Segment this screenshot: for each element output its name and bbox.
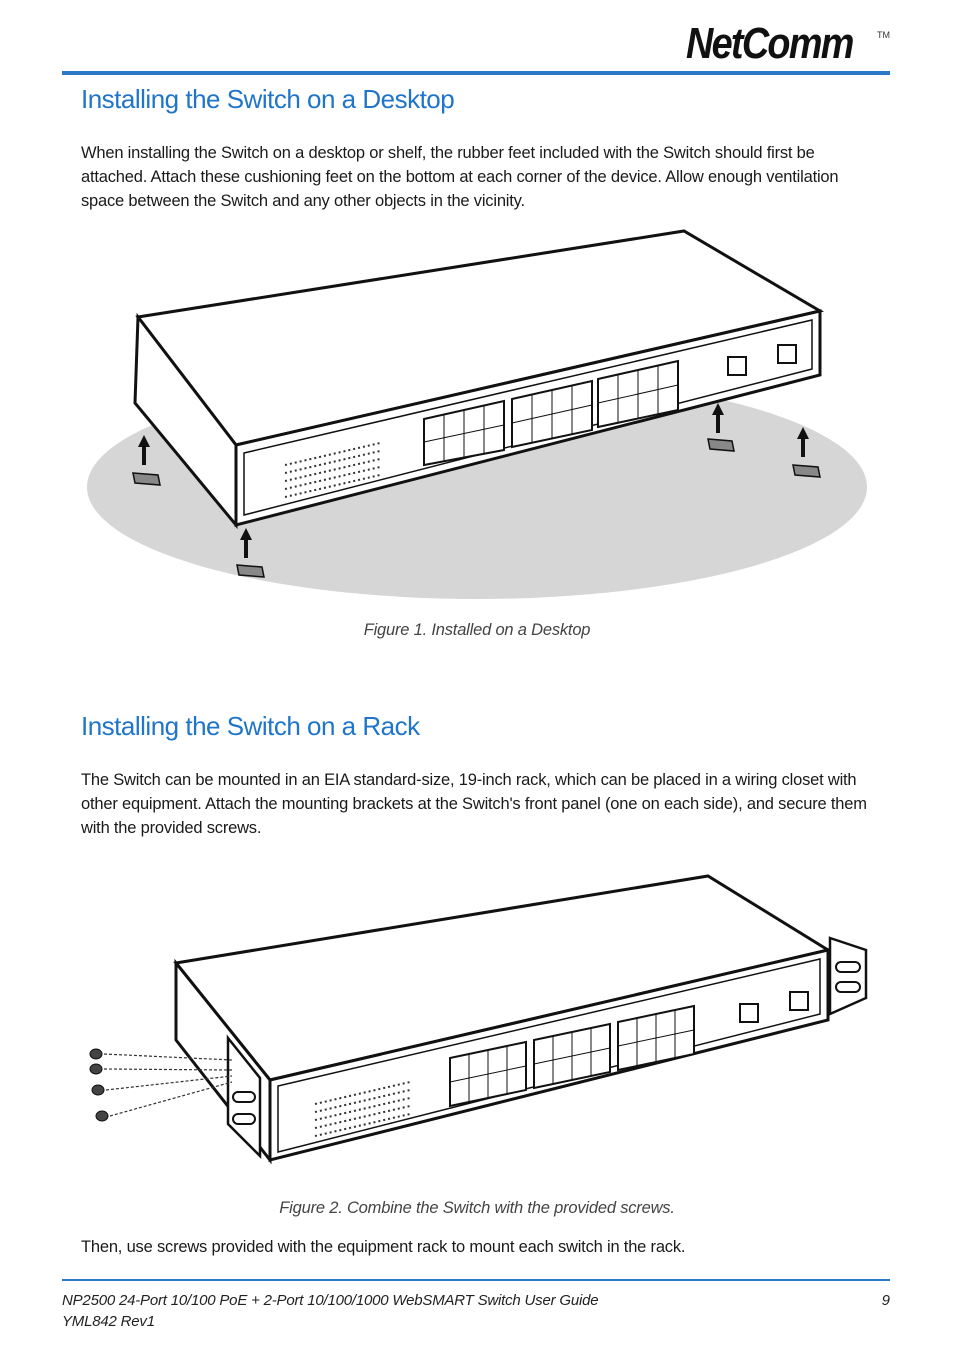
footer-product-title: NP2500 24-Port 10/100 PoE + 2-Port 10/10… [62, 1292, 599, 1309]
figure-rack-installation [89, 874, 868, 1165]
brand-name: NetComm [686, 19, 854, 68]
port-group-1 [423, 399, 505, 467]
rack-led-indicators [314, 1081, 411, 1137]
rubber-feet [132, 438, 821, 578]
led-indicators [284, 442, 381, 498]
rack-port-group-3 [617, 1004, 695, 1072]
figure-desktop-installation [87, 229, 867, 599]
netcomm-logo: NetComm TM [686, 20, 892, 72]
section-title-desktop: Installing the Switch on a Desktop [81, 84, 455, 114]
rack-uplink-ports [739, 991, 809, 1023]
section-title-rack: Installing the Switch on a Rack [81, 711, 420, 741]
screw-guide-lines [103, 1053, 233, 1117]
footer-revision: YML842 Rev1 [62, 1313, 155, 1330]
screws [89, 1048, 109, 1122]
footer-rule [62, 1279, 890, 1281]
trademark-mark: TM [877, 30, 890, 40]
port-group-2 [511, 379, 593, 449]
uplink-ports [727, 344, 797, 376]
page-number: 9 [881, 1292, 890, 1309]
port-group-3 [597, 359, 679, 429]
figure-caption-rack: Figure 2. Combine the Switch with the pr… [279, 1199, 675, 1217]
placement-arrows [138, 403, 809, 558]
rack-port-group-2 [533, 1022, 611, 1090]
section-body-rack: The Switch can be mounted in an EIA stan… [81, 771, 867, 837]
closing-paragraph: Then, use screws provided with the equip… [81, 1238, 686, 1256]
figure-caption-desktop: Figure 1. Installed on a Desktop [363, 621, 591, 639]
section-body-desktop: When installing the Switch on a desktop … [81, 144, 839, 210]
right-bracket [828, 936, 868, 1016]
rack-port-group-1 [449, 1040, 527, 1108]
header-rule [62, 71, 890, 75]
